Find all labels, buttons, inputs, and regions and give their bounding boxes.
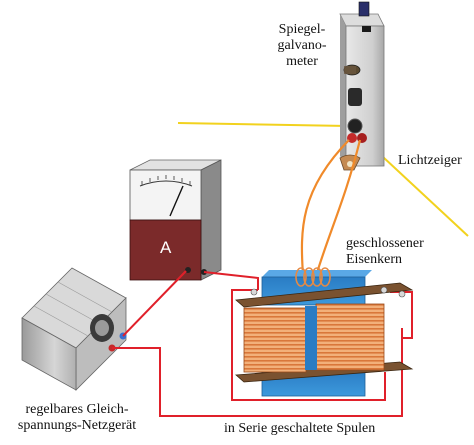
light-beam xyxy=(177,122,469,237)
galvanometer-wires xyxy=(300,139,362,277)
iron-core-label-line2: Eisenkern xyxy=(346,252,402,267)
galvanometer-label-line2: galvano- xyxy=(277,38,327,53)
iron-core-label: geschlossener Eisenkern xyxy=(346,236,424,268)
galvanometer-label: Spiegel- galvano- meter xyxy=(262,22,342,70)
mirror-galvanometer xyxy=(339,1,385,171)
power-supply-label: regelbares Gleich- spannungs-Netzgerät xyxy=(4,402,150,434)
galvanometer-label-line1: Spiegel- xyxy=(278,22,326,37)
ammeter-symbol: A xyxy=(160,238,172,257)
circuit-wires xyxy=(112,270,413,417)
power-supply xyxy=(21,267,127,391)
iron-core-label-line1: geschlossener xyxy=(346,236,424,251)
ammeter xyxy=(129,159,222,281)
galvanometer-label-line3: meter xyxy=(286,54,318,69)
transformer xyxy=(235,267,414,397)
coils-label: in Serie geschaltete Spulen xyxy=(224,421,376,436)
light-pointer-label: Lichtzeiger xyxy=(398,153,462,168)
power-supply-label-line2: spannungs-Netzgerät xyxy=(17,418,137,433)
power-supply-label-line1: regelbares Gleich- xyxy=(25,402,129,417)
